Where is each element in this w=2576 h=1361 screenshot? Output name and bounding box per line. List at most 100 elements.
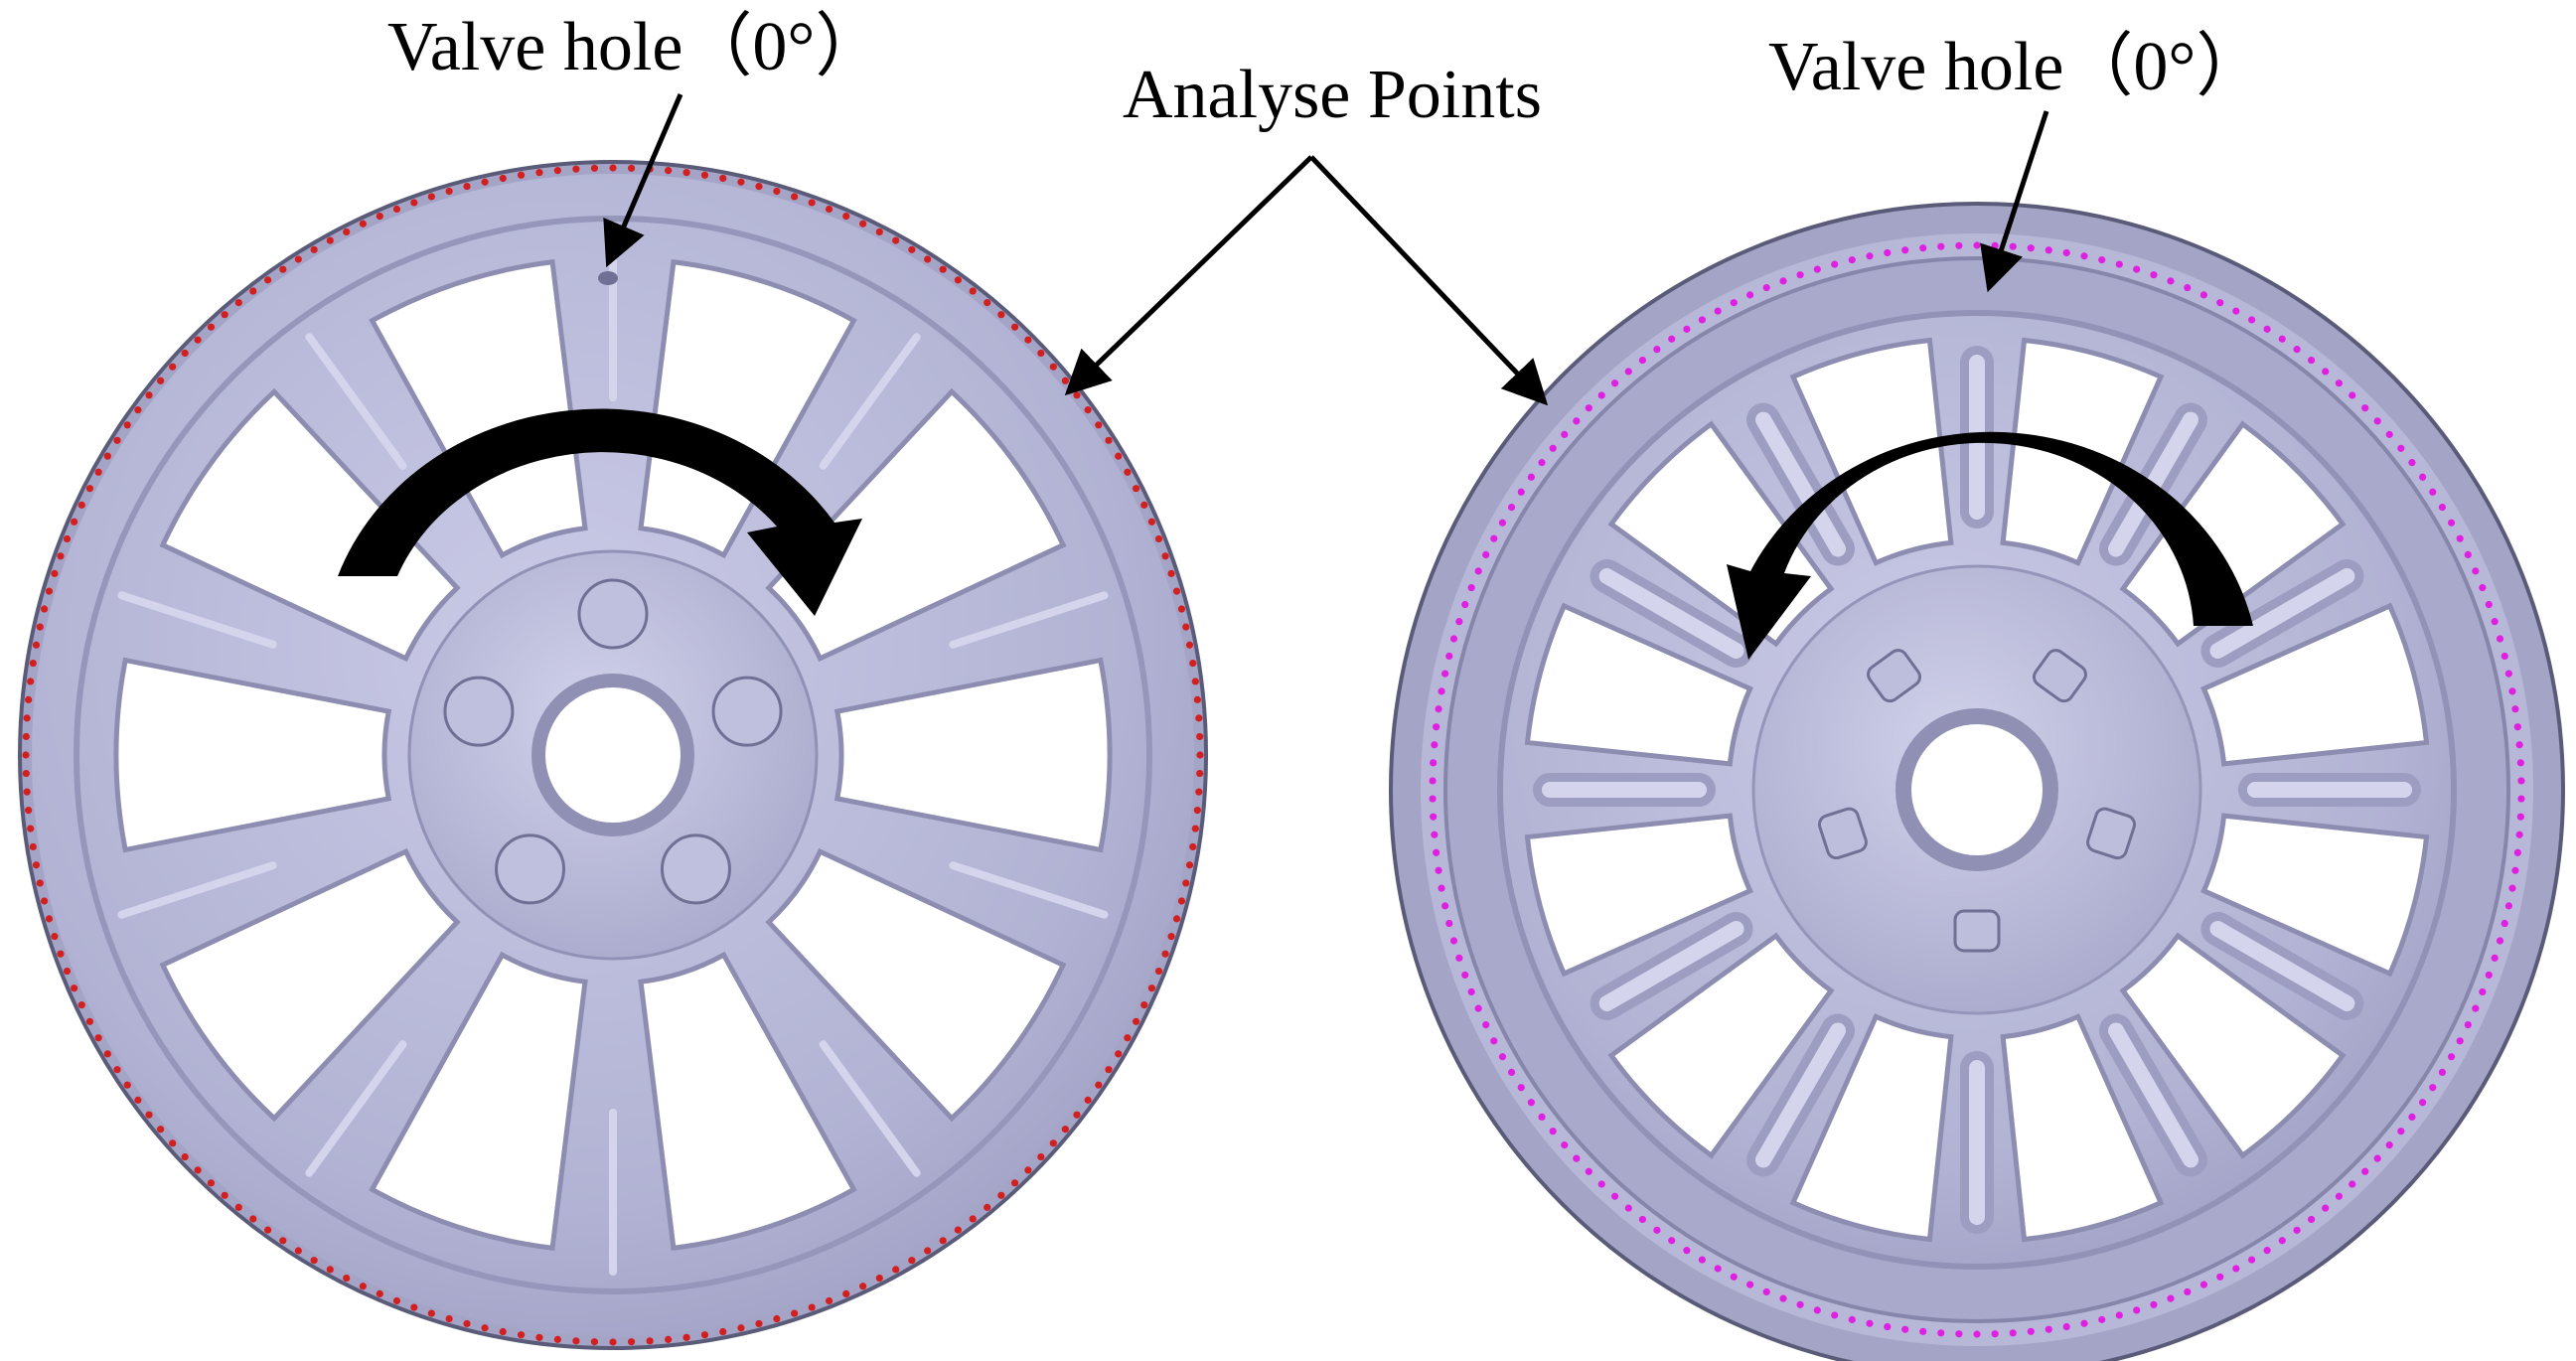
left-analyse-point — [1073, 391, 1081, 399]
left-analyse-point — [57, 552, 65, 560]
right-analyse-point — [1549, 444, 1557, 452]
right-analyse-point — [2293, 346, 2301, 354]
right-analyse-point — [1435, 705, 1442, 713]
left-analyse-point — [627, 1338, 636, 1346]
left-analyse-point — [294, 1247, 302, 1255]
right-analyse-point — [2335, 1192, 2344, 1200]
left-analyse-point — [77, 1001, 85, 1009]
right-analyse-point — [2464, 1021, 2472, 1029]
left-analyse-point — [517, 171, 526, 179]
right-analyse-point — [2080, 1319, 2088, 1327]
left-analyse-point — [609, 164, 617, 172]
right-analyse-point — [2232, 307, 2240, 315]
right-analyse-point — [2496, 635, 2504, 643]
left-analyse-point — [825, 1296, 833, 1305]
right-analyse-point — [1429, 795, 1437, 803]
right-analyse-point — [2517, 777, 2525, 785]
right-analyse-point — [2429, 488, 2437, 496]
right-spoke-pocket-inner — [1755, 411, 1846, 557]
left-analyse-point — [1073, 1111, 1081, 1119]
left-analyse-point — [264, 276, 272, 284]
left-analyse-point — [157, 377, 165, 384]
right-analyse-point — [1431, 831, 1439, 838]
left-analyse-point — [63, 967, 72, 976]
left-analyse-point — [40, 897, 49, 905]
left-analyse-point — [892, 1266, 900, 1274]
right-analyse-point — [1549, 1128, 1557, 1135]
right-analyse-point — [2062, 248, 2070, 257]
right-analyse-point — [1482, 1021, 1490, 1029]
right-analyse-point — [1848, 1315, 1856, 1323]
left-lug-hole — [577, 578, 649, 650]
left-analyse-point — [1124, 468, 1132, 476]
left-analyse-point — [1154, 967, 1163, 976]
right-analyse-point — [2515, 741, 2523, 749]
left-analyse-point — [572, 165, 580, 173]
right-analyse-point — [1638, 356, 1647, 365]
left-analyse-point — [343, 227, 351, 236]
right-analyse-point — [2361, 404, 2369, 412]
left-analyse-point — [45, 587, 54, 595]
right-analyse-point — [2361, 1167, 2369, 1175]
left-analyse-point — [103, 1050, 111, 1058]
left-analyse-point — [27, 825, 35, 832]
right-analyse-point — [1624, 1204, 1632, 1212]
right-spoke-window — [2000, 1013, 2165, 1243]
left-analyse-point — [1161, 552, 1169, 560]
left-rotation-arrow-icon — [338, 408, 862, 616]
right-analyse-point — [1796, 1300, 1804, 1308]
right-analyse-point — [2349, 1180, 2356, 1188]
right-analyse-point — [2429, 1084, 2437, 1092]
right-analyse-point — [1585, 1167, 1592, 1175]
right-analyse-point — [1813, 1306, 1821, 1314]
right-analyse-point — [1597, 1180, 1605, 1188]
left-spoke-highlight — [117, 861, 277, 919]
right-spoke-pocket-inner — [2108, 1022, 2198, 1168]
left-analyse-point — [1182, 879, 1190, 887]
analyse-points-leader-left — [1064, 155, 1313, 396]
left-analyse-point — [924, 1247, 932, 1255]
right-analyse-point — [1973, 1330, 1981, 1338]
left-analyse-point — [169, 1139, 177, 1147]
right-analyse-point — [2485, 971, 2493, 980]
right-analyse-point — [2516, 759, 2524, 767]
right-analyse-point — [2447, 519, 2456, 527]
right-analyse-point — [2397, 1128, 2405, 1135]
left-analyse-point — [22, 751, 30, 759]
right-analyse-point — [1445, 919, 1453, 928]
right-analyse-point — [2397, 444, 2405, 452]
left-analyse-point — [134, 1096, 142, 1104]
right-spoke-window — [1789, 337, 1954, 566]
left-analyse-point — [51, 569, 59, 577]
right-analyse-point — [1813, 265, 1821, 273]
right-analyse-point — [1490, 1037, 1498, 1045]
left-analyse-point — [1024, 336, 1032, 344]
left-analyse-point — [665, 1335, 673, 1343]
left-analyse-point — [359, 220, 367, 227]
left-analyse-point — [590, 164, 599, 172]
right-analyse-point — [1430, 759, 1438, 767]
left-lug-hole — [711, 676, 783, 747]
left-analyse-point — [410, 199, 418, 207]
left-analyse-point — [326, 1266, 334, 1274]
left-analyse-point — [1172, 915, 1181, 923]
left-analyse-point — [249, 287, 257, 295]
left-analyse-point — [181, 349, 189, 358]
left-analyse-point — [1132, 485, 1140, 493]
right-analyse-point — [1831, 260, 1839, 268]
left-analyse-point — [737, 1324, 745, 1332]
right-analyse-point — [2508, 884, 2516, 892]
left-analyse-point — [40, 605, 49, 613]
right-analyse-point — [2098, 256, 2106, 264]
left-analyse-point — [113, 436, 121, 444]
left-analyse-point — [376, 1289, 383, 1297]
left-analyse-point — [234, 1203, 242, 1211]
left-analyse-point — [908, 1257, 916, 1265]
right-analyse-point — [1683, 325, 1691, 333]
left-spoke-window — [765, 847, 1067, 1123]
left-analyse-point — [984, 299, 991, 307]
left-analyse-point — [1177, 605, 1186, 613]
right-analyse-point — [1482, 550, 1490, 558]
left-analyse-point — [94, 468, 102, 476]
